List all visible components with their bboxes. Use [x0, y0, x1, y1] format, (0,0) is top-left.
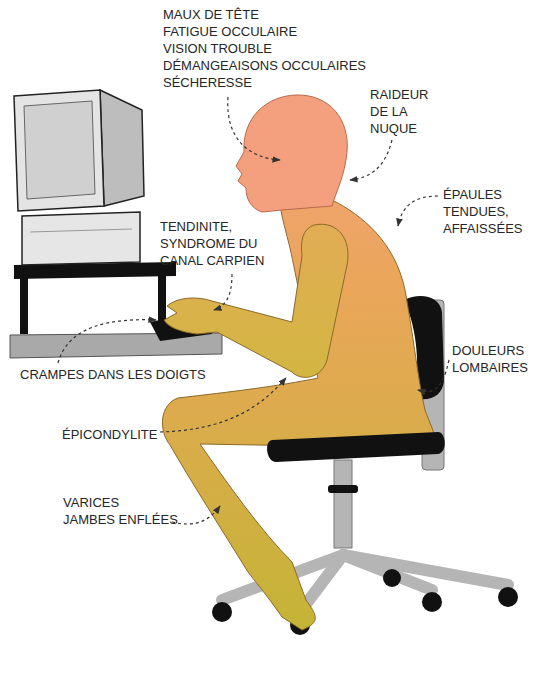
- chair-wheel: [383, 569, 401, 587]
- leader-arrow: [172, 506, 220, 524]
- leader-arrow: [418, 360, 449, 392]
- leader-arrow: [350, 140, 392, 180]
- label-slot: JAMBES ENFLÉES: [63, 511, 178, 528]
- leader-arrow: [214, 274, 232, 310]
- leader-arrow: [228, 97, 280, 160]
- symptom-label: MAUX DE TÊTE: [163, 6, 259, 23]
- label-slot: DOULEURS LOMBAIRES: [452, 342, 536, 376]
- chair-wheel: [212, 602, 232, 622]
- symptom-label: DÉMANGEAISONS OCCULAIRES: [163, 57, 366, 74]
- chair-column: [334, 460, 352, 548]
- symptom-label: ÉPICONDYLITE: [62, 426, 157, 443]
- person-head: [236, 95, 347, 212]
- symptom-label: DOULEURS LOMBAIRES: [452, 342, 536, 376]
- label-slot: SÉCHERESSE: [163, 74, 252, 91]
- monitor-side: [100, 90, 144, 206]
- label-slot: VARICES: [63, 494, 119, 511]
- chair-seat: [267, 432, 445, 462]
- chair-wheel: [422, 592, 442, 612]
- label-slot: DÉMANGEAISONS OCCULAIRES: [163, 57, 366, 74]
- stand-leg: [20, 276, 28, 334]
- label-slot: CRAMPES DANS LES DOIGTS: [20, 366, 206, 383]
- monitor-screen: [24, 101, 95, 199]
- chair-wheel: [498, 587, 518, 607]
- symptom-label: CRAMPES DANS LES DOIGTS: [20, 366, 206, 383]
- computer-box: [22, 212, 140, 265]
- monitor-front: [14, 90, 104, 211]
- label-slot: ÉPICONDYLITE: [62, 426, 157, 443]
- label-slot: ÉPAULES TENDUES, AFFAISSÉES: [443, 186, 533, 237]
- symptom-label: VARICES: [63, 494, 119, 511]
- symptom-label: JAMBES ENFLÉES: [63, 511, 178, 528]
- symptom-label: RAIDEUR DE LA NUQUE: [370, 86, 436, 137]
- chair-lever: [328, 485, 358, 493]
- symptom-label: TENDINITE, SYNDROME DU CANAL CARPIEN: [160, 218, 278, 269]
- leader-arrow: [58, 320, 156, 363]
- label-slot: FATIGUE OCCULAIRE: [163, 23, 297, 40]
- computer-detail: [30, 229, 132, 232]
- label-slot: MAUX DE TÊTE: [163, 6, 259, 23]
- label-slot: VISION TROUBLE: [163, 40, 272, 57]
- chair-leg: [343, 555, 508, 585]
- symptom-label: FATIGUE OCCULAIRE: [163, 23, 297, 40]
- symptom-label: VISION TROUBLE: [163, 40, 272, 57]
- leader-arrows: [58, 97, 449, 524]
- label-slot: TENDINITE, SYNDROME DU CANAL CARPIEN: [160, 218, 278, 269]
- label-slot: RAIDEUR DE LA NUQUE: [370, 86, 436, 137]
- symptom-label: SÉCHERESSE: [163, 74, 252, 91]
- leader-arrow: [398, 196, 438, 226]
- chair-leg: [343, 555, 392, 566]
- leader-arrow: [160, 378, 286, 432]
- symptom-label: ÉPAULES TENDUES, AFFAISSÉES: [443, 186, 533, 237]
